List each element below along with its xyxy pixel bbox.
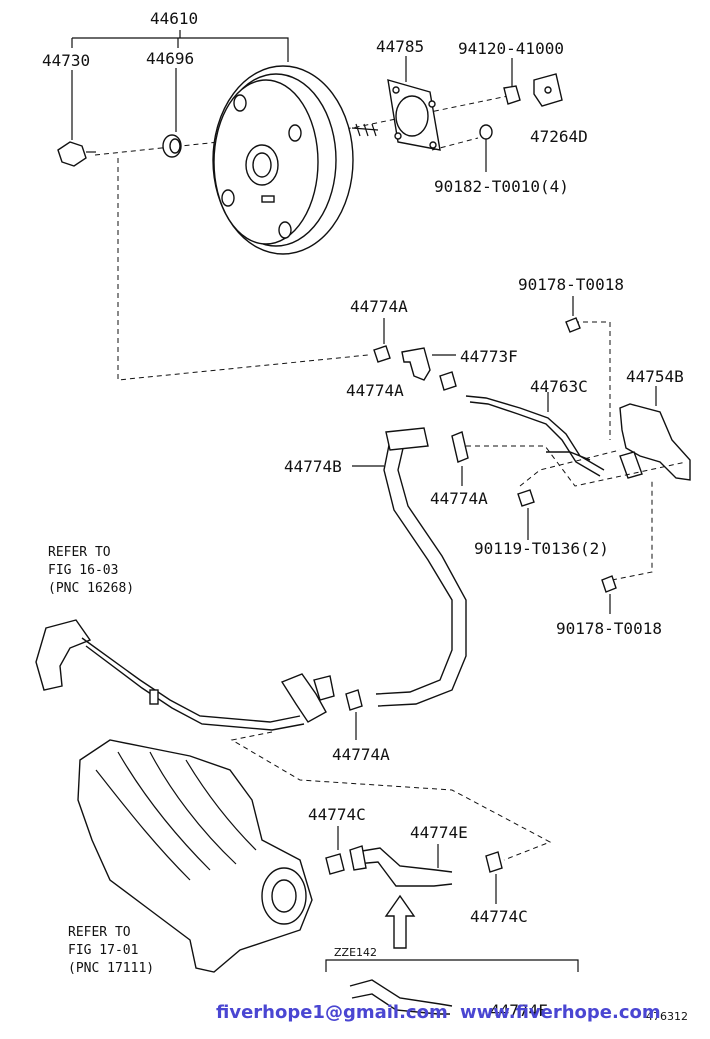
nut-94120 [503, 85, 521, 105]
label-44774A-mid: 44774A [346, 381, 404, 400]
label-90178-T0018-lower: 90178-T0018 [556, 619, 662, 638]
clamp-44774A-upper [373, 345, 391, 363]
figure-number: 476312 [646, 1010, 688, 1023]
bolt-90178-lower [601, 575, 617, 614]
label-44774F: 44774F [490, 1001, 548, 1020]
variant-bracket [325, 959, 579, 972]
label-44774E: 44774E [410, 823, 468, 842]
brake-booster [212, 65, 379, 255]
gasket-44785 [387, 79, 441, 151]
group-bracket-44610 [71, 30, 289, 62]
refer-1-line-3: (PNC 16268) [48, 581, 134, 596]
label-47264D: 47264D [530, 127, 588, 146]
label-44774A-upper: 44774A [350, 297, 408, 316]
clamp-44774C-right [485, 851, 503, 904]
label-94120-41000: 94120-41000 [458, 39, 564, 58]
label-90119-T0136: 90119-T0136(2) [474, 539, 609, 558]
refer-2-line-2: FIG 17-01 [68, 943, 138, 958]
label-44696: 44696 [146, 49, 194, 68]
label-44774B: 44774B [284, 457, 342, 476]
hose-44774E [349, 844, 453, 887]
label-44773F: 44773F [460, 347, 518, 366]
bracket-44754B [619, 386, 691, 481]
vacuum-pipe-44763C [465, 392, 605, 477]
clamp-44774A-mid [439, 371, 457, 391]
tube-assembly-pnc16268 [35, 619, 335, 731]
label-44774A-lower: 44774A [332, 745, 390, 764]
refer-2-line-1: REFER TO [68, 925, 131, 940]
label-44774C-right: 44774C [470, 907, 528, 926]
hose-44773F [401, 347, 456, 381]
refer-1-line-2: FIG 16-03 [48, 563, 118, 578]
grommet-44696 [162, 134, 182, 158]
check-valve-44730 [57, 141, 96, 167]
label-44774A-right: 44774A [430, 489, 488, 508]
arrow-up [384, 894, 416, 949]
bolt-90178-upper [565, 296, 581, 333]
label-90178-T0018-upper: 90178-T0018 [518, 275, 624, 294]
label-44774C-left: 44774C [308, 805, 366, 824]
watermark-site: www.fiverhope.com [460, 1002, 661, 1023]
label-44785: 44785 [376, 37, 424, 56]
hose-44774F [349, 979, 453, 1015]
intake-manifold [77, 739, 313, 973]
hose-44774B [352, 427, 467, 707]
label-90182-T0010: 90182-T0010(4) [434, 177, 569, 196]
clamp-44774A-right [451, 431, 469, 486]
label-44754B: 44754B [626, 367, 684, 386]
refer-1-line-1: REFER TO [48, 545, 111, 560]
refer-2-line-3: (PNC 17111) [68, 961, 154, 976]
variant-code: ZZE142 [334, 946, 377, 959]
watermark-email: fiverhope1@gmail.com [216, 1002, 448, 1023]
clamp-44774A-lower [345, 689, 363, 740]
clevis-47264D [533, 73, 563, 107]
clamp-44774C-left [325, 826, 345, 875]
bolt-90119 [517, 489, 535, 540]
label-44763C: 44763C [530, 377, 588, 396]
label-44730: 44730 [42, 51, 90, 70]
label-44610: 44610 [150, 9, 198, 28]
washer-90182 [479, 124, 493, 140]
